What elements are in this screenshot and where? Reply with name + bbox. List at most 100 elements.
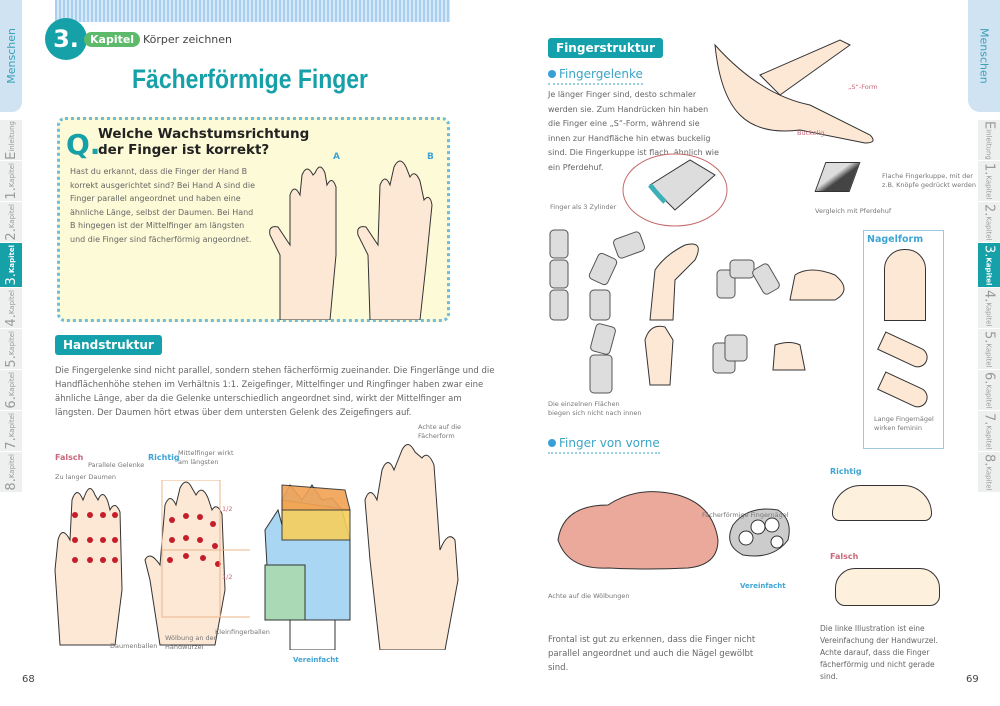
achte-label: Achte auf die Fächerform [418, 423, 462, 440]
page-number-right: 69 [966, 674, 979, 685]
vereinfacht-label-right: Vereinfacht [740, 582, 786, 590]
side-label: Menschen [4, 28, 18, 84]
richtig-wrist-illustration [832, 485, 932, 521]
chapter-number: 3. [53, 25, 79, 53]
chapter-tab-7[interactable]: 7.Kapitel [0, 411, 22, 452]
chapter-tab-label: 4.Kapitel [4, 290, 19, 327]
chapter-tab-word: Kapitel [7, 203, 16, 228]
chapter-tab-3[interactable]: 3.Kapitel [978, 243, 1000, 288]
side-label-right: Menschen [977, 28, 991, 84]
chapter-tab-number: 8. [3, 477, 19, 491]
hands-illustration [269, 160, 433, 320]
chapter-tab-label: 4.Kapitel [982, 290, 997, 327]
chapter-tab-number: 6. [981, 371, 997, 385]
section-label-handstruktur: Handstruktur [55, 335, 162, 355]
vereinfacht-label: Vereinfacht [293, 656, 339, 664]
lange-naegel-label: Lange Fingernägel wirken feminin [874, 415, 934, 432]
chapter-tab-label: Einleitung [4, 121, 19, 160]
q-mark: Q. [66, 128, 101, 161]
chapter-tab-word: inleitung [984, 128, 993, 160]
striped-banner [55, 0, 450, 22]
chapter-tab-label: Einleitung [982, 121, 997, 160]
half-label-1: 1/2 [222, 505, 233, 513]
buckelig-label: Buckelig [797, 129, 825, 137]
nagelform-box: Nagelform Lange Fingernägel wirken femin… [863, 230, 944, 449]
page-title: Fächerförmige Finger [132, 64, 368, 94]
mittelfinger-label: Mittelfinger wirkt am längsten [178, 449, 234, 466]
long-nail-illustration [877, 371, 931, 411]
finger-von-vorne-heading: Finger von vorne [548, 436, 660, 454]
chapter-pill: Kapitel [84, 32, 141, 47]
chapter-tab-0[interactable]: Einleitung [978, 120, 1000, 161]
chapter-tab-number: 4. [3, 313, 19, 327]
chapter-tab-number: 3. [3, 272, 19, 286]
chapter-tab-number: 1. [3, 186, 19, 200]
flache-label: Flache Fingerkuppe, mit der z.B. Knöpfe … [882, 172, 977, 189]
question-line1: Welche Wachstumsrichtung [98, 126, 310, 142]
chapter-tab-number: 5. [3, 354, 19, 368]
nail-illustration [884, 249, 926, 321]
chapter-tab-6[interactable]: 6.Kapitel [978, 370, 1000, 411]
daumen-lang-label: Zu langer Daumen [55, 473, 116, 481]
chapter-tab-label: 2.Kapitel [4, 204, 19, 241]
chapter-tab-5[interactable]: 5.Kapitel [0, 329, 22, 370]
page-number-left: 68 [22, 674, 35, 685]
chapter-tab-word: Kapitel [7, 371, 16, 396]
chapter-tab-label: 1.Kapitel [4, 163, 19, 200]
richtig-label-right: Richtig [830, 467, 862, 476]
chapter-badge: 3. [45, 18, 87, 60]
question-title: Welche Wachstumsrichtung der Finger ist … [98, 126, 309, 158]
chapter-tab-label: 8.Kapitel [4, 454, 19, 491]
chapter-tab-3[interactable]: 3.Kapitel [0, 243, 22, 288]
chapter-tab-4[interactable]: 4.Kapitel [0, 288, 22, 329]
chapter-tab-5[interactable]: 5.Kapitel [978, 329, 1000, 370]
falsch-label: Falsch [55, 453, 84, 462]
chapter-tab-word: Kapitel [7, 244, 16, 273]
chapter-tab-label: 7.Kapitel [982, 413, 997, 450]
chapter-tab-0[interactable]: Einleitung [0, 120, 22, 161]
section-label-fingerstruktur: Fingerstruktur [548, 38, 664, 58]
chapter-tab-number: 4. [981, 289, 997, 303]
finger-cylinders-illustration [549, 229, 845, 394]
parallel-label: Parallele Gelenke [88, 461, 145, 469]
handstruktur-text: Die Fingergelenke sind nicht parallel, s… [55, 366, 495, 418]
woelbung-label: Wölbung an der Handwurzel [165, 634, 217, 651]
chapter-tab-number: 1. [981, 162, 997, 176]
pferdehuf-icon [814, 162, 861, 192]
chapter-tab-1[interactable]: 1.Kapitel [978, 161, 1000, 202]
zylinder-label: Finger als 3 Zylinder [550, 203, 617, 211]
finger-vorne-text: Frontal ist gut zu erkennen, dass die Fi… [548, 635, 756, 673]
side-label-box: Menschen [0, 0, 22, 112]
question-text: Hast du erkannt, dass die Finger der Han… [70, 167, 256, 244]
fingergelenke-text: Je länger Finger sind, desto schmaler we… [548, 90, 719, 172]
chapter-tab-label: 3.Kapitel [4, 245, 19, 285]
chapter-tab-label: 5.Kapitel [982, 331, 997, 368]
fingergelenke-heading: Fingergelenke [548, 67, 643, 85]
chapter-tab-4[interactable]: 4.Kapitel [978, 288, 1000, 329]
chapter-tab-number: 8. [981, 453, 997, 467]
chapter-tab-word: Kapitel [7, 330, 16, 355]
chapter-tab-word: inleitung [7, 120, 16, 152]
hand-structure-illustrations [54, 480, 351, 650]
chapter-tab-word: Kapitel [984, 302, 993, 327]
chapter-tab-8[interactable]: 8.Kapitel [978, 452, 1000, 493]
chapter-tab-number: 5. [981, 330, 997, 344]
chapter-tab-7[interactable]: 7.Kapitel [978, 411, 1000, 452]
chapter-tab-number: 3. [981, 244, 997, 258]
chapter-tab-number: E [981, 120, 997, 129]
chapter-tab-6[interactable]: 6.Kapitel [0, 370, 22, 411]
faecher-naegel-label: Fächerförmige Fingernägel [702, 511, 789, 519]
chapter-tab-label: 6.Kapitel [982, 372, 997, 409]
chapter-tab-label: 1.Kapitel [982, 163, 997, 200]
chapter-tab-word: Kapitel [984, 343, 993, 368]
richtig-label: Richtig [148, 453, 180, 462]
finger-side-illustration [714, 39, 874, 144]
flaechen-label: Die einzelnen Flächen biegen sich nicht … [548, 400, 642, 417]
chapter-tab-label: 6.Kapitel [4, 372, 19, 409]
chapter-tab-2[interactable]: 2.Kapitel [978, 202, 1000, 243]
chapter-tab-1[interactable]: 1.Kapitel [0, 161, 22, 202]
side-label-box-right: Menschen [968, 0, 1000, 112]
chapter-tab-8[interactable]: 8.Kapitel [0, 452, 22, 493]
zoom-circle-illustration [622, 153, 728, 227]
chapter-tab-2[interactable]: 2.Kapitel [0, 202, 22, 243]
